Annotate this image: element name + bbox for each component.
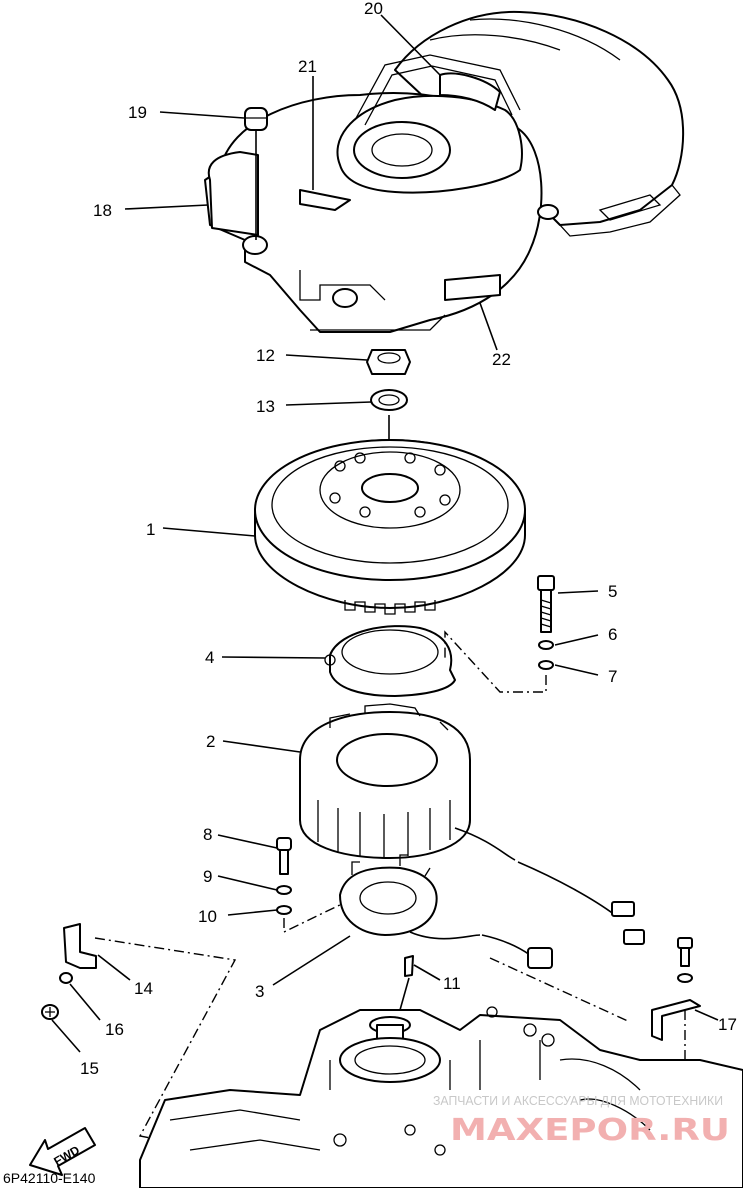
- screw-8: [276, 837, 292, 875]
- bracket-17: [651, 937, 701, 1041]
- callout-20: 20: [364, 0, 383, 18]
- watermark-site: MAXEPOR.RU: [450, 1113, 730, 1148]
- flywheel-cover: [204, 10, 685, 333]
- grommet-19: [244, 107, 268, 240]
- callout-9: 9: [203, 867, 212, 886]
- washer-16: [59, 972, 73, 984]
- callout-5: 5: [608, 582, 617, 601]
- callout-13: 13: [256, 397, 275, 416]
- callout-7: 7: [608, 667, 617, 686]
- flywheel-nut-12: [366, 349, 411, 375]
- callout-17: 17: [718, 1015, 737, 1034]
- flywheel-1: [254, 439, 526, 615]
- washer-6: [538, 640, 554, 650]
- pulser-base-4: [324, 625, 456, 697]
- diagram-code: 6P42110-E140: [3, 1170, 96, 1186]
- watermark: ЗАПЧАСТИ И АКСЕССУАРЫ ДЛЯ МОТОТЕХНИКИ MA…: [433, 1093, 730, 1148]
- washer-7: [538, 660, 554, 670]
- callout-15: 15: [80, 1059, 99, 1078]
- bolt-5: [537, 575, 555, 633]
- callout-6: 6: [608, 625, 617, 644]
- callout-3: 3: [255, 982, 264, 1001]
- callout-labels: 1 2 3 4 5 6 7 8 9 10 11 12 13 14 15 16 1…: [80, 0, 737, 1078]
- watermark-subtitle: ЗАПЧАСТИ И АКСЕССУАРЫ ДЛЯ МОТОТЕХНИКИ: [433, 1093, 723, 1108]
- bracket-14: [63, 923, 97, 969]
- callout-10: 10: [198, 907, 217, 926]
- callout-2: 2: [206, 732, 215, 751]
- callout-4: 4: [205, 648, 214, 667]
- callout-12: 12: [256, 346, 275, 365]
- fwd-arrow-icon: FWD: [29, 1127, 96, 1176]
- washer-13: [370, 389, 408, 411]
- washer-9: [276, 885, 292, 895]
- powerhead-block: [139, 1006, 743, 1188]
- screw-15: [41, 1004, 59, 1020]
- callout-18: 18: [93, 201, 112, 220]
- callout-1: 1: [146, 520, 155, 539]
- callout-19: 19: [128, 103, 147, 122]
- stator-2: [299, 703, 645, 945]
- callout-11: 11: [443, 974, 461, 993]
- clip-11: [404, 955, 414, 977]
- callout-14: 14: [134, 979, 153, 998]
- washer-10: [276, 905, 292, 915]
- callout-8: 8: [203, 825, 212, 844]
- callout-16: 16: [105, 1020, 124, 1039]
- pulser-coil-3: [339, 854, 553, 969]
- callout-21: 21: [298, 57, 317, 76]
- callout-leaders: [51, 14, 719, 1053]
- callout-22: 22: [492, 350, 511, 369]
